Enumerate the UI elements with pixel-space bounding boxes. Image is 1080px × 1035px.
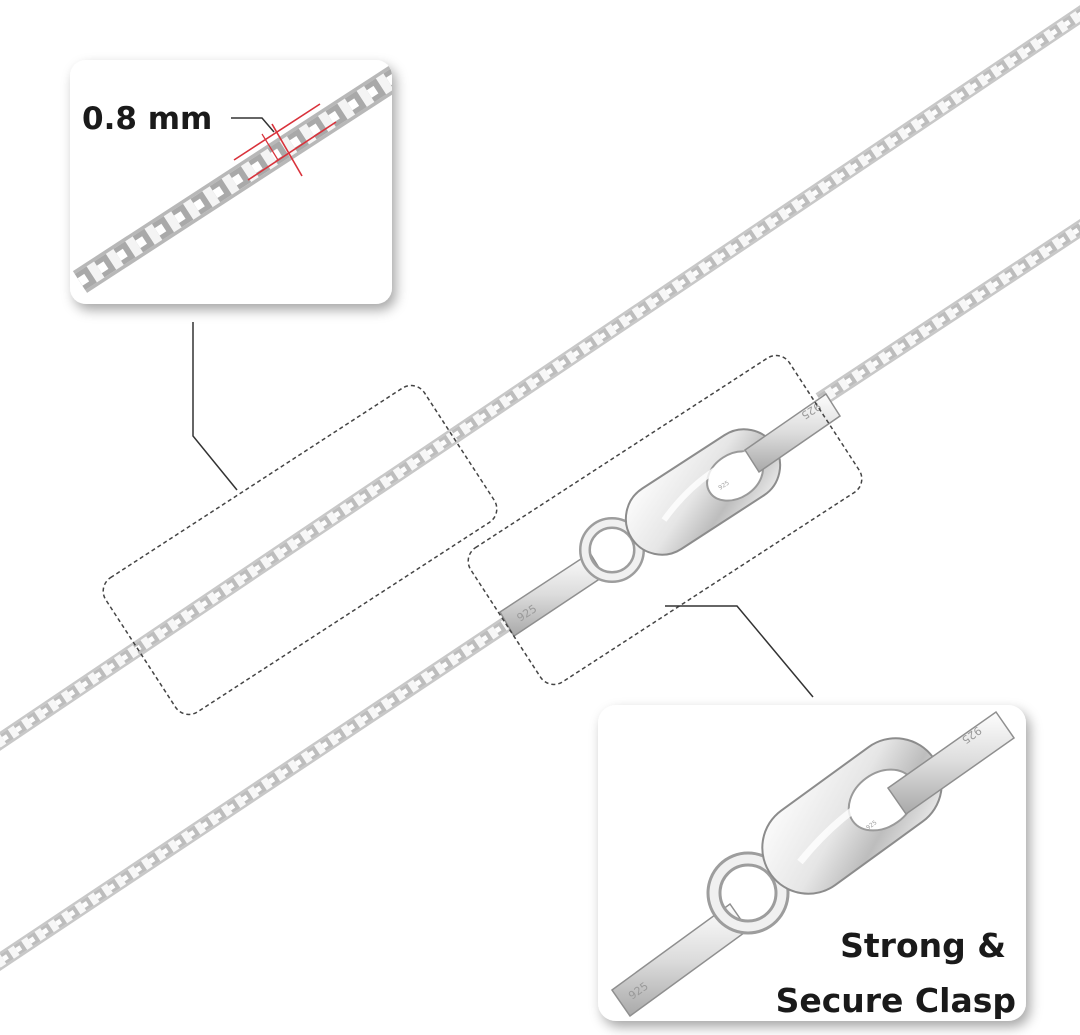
callout-line-clasp bbox=[665, 605, 814, 698]
dimension-marker bbox=[233, 103, 337, 181]
clasp-label-line1: Strong & bbox=[840, 926, 1006, 965]
chain-strand-upper bbox=[0, 5, 1080, 751]
inset-clasp: 925 925 925 Strong & Secure Clasp bbox=[598, 705, 1026, 1021]
focus-box-clasp bbox=[467, 354, 863, 686]
chain-strand-lower-right bbox=[815, 219, 1080, 407]
inset-thickness: 0.8 mm bbox=[70, 60, 392, 304]
thickness-label: 0.8 mm bbox=[82, 101, 212, 137]
callout-line-thickness bbox=[192, 322, 238, 491]
inset-chain-closeup bbox=[72, 63, 392, 293]
clasp-label-line2: Secure Clasp bbox=[776, 981, 1016, 1020]
lobster-clasp: 925 925 925 bbox=[498, 392, 842, 638]
dimension-pointer bbox=[231, 117, 275, 133]
chain-strand-lower-left bbox=[0, 608, 525, 971]
jump-ring bbox=[579, 517, 645, 583]
inset-clasp-closeup: 925 925 925 bbox=[610, 710, 1016, 1018]
clasp-body: 925 bbox=[624, 428, 782, 556]
focus-box-chain bbox=[102, 384, 498, 716]
